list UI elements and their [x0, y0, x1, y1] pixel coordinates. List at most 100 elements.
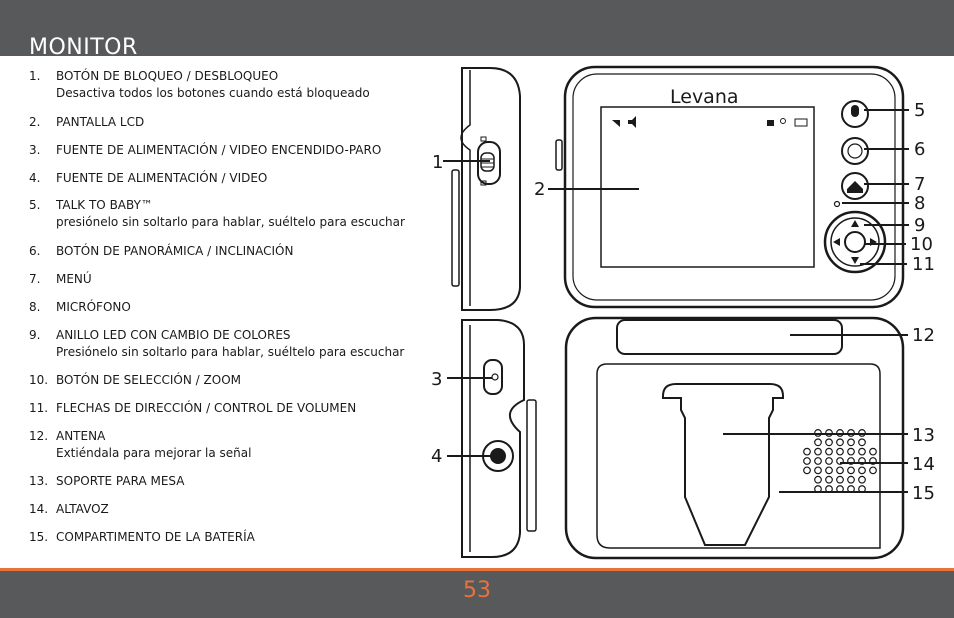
grille-hole: [847, 438, 855, 447]
item-description: Extiéndala para mejorar la señal: [56, 446, 252, 460]
item-label: FUENTE DE ALIMENTACIÓN / VIDEO ENCENDIDO…: [56, 143, 382, 157]
grille-hole: [836, 475, 844, 484]
table-stand: [662, 383, 784, 546]
grille-hole: [803, 466, 811, 475]
list-item: 1. BOTÓN DE BLOQUEO / DESBLOQUEO Desactiva…: [29, 68, 370, 102]
item-label: COMPARTIMENTO DE LA BATERÍA: [56, 530, 255, 544]
grille-hole: [858, 438, 866, 447]
grille-hole: [869, 447, 877, 456]
speaker-icon: [628, 116, 636, 128]
callout-number: 6: [914, 139, 925, 160]
item-description: Desactiva todos los botones cuando está …: [56, 86, 370, 100]
list-item: 12. ANTENA Extiéndala para mejorar la seña…: [29, 428, 251, 462]
item-description: presiónelo sin soltarlo para hablar, sué…: [56, 215, 405, 229]
grille-hole: [814, 438, 822, 447]
grille-hole: [836, 466, 844, 475]
callout-number: 9: [914, 215, 925, 236]
grille-hole: [825, 457, 833, 465]
item-label: BOTÓN DE SELECCIÓN / ZOOM: [56, 373, 241, 387]
grille-hole: [814, 475, 822, 484]
item-number: 4.: [29, 171, 41, 185]
grille-hole: [836, 429, 844, 437]
item-number: 15.: [29, 530, 49, 544]
grille-hole: [814, 429, 822, 437]
signal-icon: [612, 120, 620, 127]
list-item: 13. SOPORTE PARA MESA: [29, 473, 184, 490]
side-view-top: [451, 67, 521, 311]
list-item: 10.BOTÓN DE SELECCIÓN / ZOOM: [29, 372, 241, 389]
arrow-up-icon: [851, 220, 859, 227]
callout-number: 14: [912, 454, 935, 475]
callout-number: 11: [912, 254, 935, 275]
grille-hole: [803, 457, 811, 465]
item-label: PANTALLA LCD: [56, 115, 145, 129]
footer-bar: [0, 571, 954, 618]
item-number: 1.: [29, 69, 41, 83]
led-ring: [823, 210, 887, 274]
microphone-hole: [833, 200, 841, 208]
user-icon: [780, 118, 786, 124]
grille-hole: [836, 438, 844, 447]
grille-hole: [858, 466, 866, 475]
grille-hole: [847, 475, 855, 484]
item-label: BOTÓN DE PANORÁMICA / INCLINACIÓN: [56, 244, 294, 258]
arrow-down-icon: [851, 257, 859, 264]
lock-icon: [767, 120, 774, 126]
item-number: 14.: [29, 502, 49, 516]
item-number: 5.: [29, 198, 41, 212]
list-item: 14. ALTAVOZ: [29, 501, 109, 518]
list-item: 7. MENÚ: [29, 271, 92, 288]
grille-hole: [869, 457, 877, 465]
item-number: 11.: [29, 401, 49, 415]
item-label: BOTÓN DE BLOQUEO / DESBLOQUEO: [56, 69, 279, 83]
menu-button: [841, 172, 869, 200]
item-label: ALTAVOZ: [56, 502, 109, 516]
select-zoom-button: [844, 231, 866, 253]
page-number: 53: [463, 578, 491, 603]
list-item: 11.FLECHAS DE DIRECCIÓN / CONTROL DE VOL…: [29, 400, 356, 417]
page-title: MONITOR: [29, 35, 138, 60]
item-label: ANTENA: [56, 429, 106, 443]
grille-hole: [847, 466, 855, 475]
list-item: 2. PANTALLA LCD: [29, 114, 144, 131]
item-label: MENÚ: [56, 272, 92, 286]
item-number: 12.: [29, 429, 49, 443]
grille-hole: [825, 466, 833, 475]
front-view: Levana: [555, 65, 905, 309]
item-number: 8.: [29, 300, 41, 314]
callout-number: 13: [912, 425, 935, 446]
antenna: [616, 319, 843, 355]
grille-hole: [836, 447, 844, 456]
mic-icon: [851, 105, 859, 117]
item-label: FUENTE DE ALIMENTACIÓN / VIDEO: [56, 171, 268, 185]
grille-hole: [869, 466, 877, 475]
item-label: ANILLO LED CON CAMBIO DE COLORES: [56, 328, 291, 342]
callout-number: 15: [912, 483, 935, 504]
grille-hole: [858, 429, 866, 437]
pan-tilt-button: [841, 137, 869, 165]
list-item: 4. FUENTE DE ALIMENTACIÓN / VIDEO: [29, 170, 267, 187]
item-number: 13.: [29, 474, 49, 488]
item-number: 3.: [29, 143, 41, 157]
item-number: 2.: [29, 115, 41, 129]
item-number: 7.: [29, 272, 41, 286]
callout-number: 8: [914, 193, 925, 214]
footer-divider: [0, 568, 954, 571]
callout-number: 2: [534, 179, 545, 200]
callout-number: 12: [912, 325, 935, 346]
side-view-bottom: [461, 319, 537, 558]
arrow-left-icon: [833, 238, 840, 246]
talk-button: [841, 100, 869, 128]
callout-number: 7: [914, 174, 925, 195]
move-icon: [847, 143, 863, 159]
item-number: 6.: [29, 244, 41, 258]
item-label: SOPORTE PARA MESA: [56, 474, 185, 488]
grille-hole: [814, 457, 822, 465]
grille-hole: [814, 466, 822, 475]
back-view: [564, 316, 905, 560]
callout-number: 5: [914, 100, 925, 121]
list-item: 15. COMPARTIMENTO DE LA BATERÍA: [29, 529, 255, 546]
